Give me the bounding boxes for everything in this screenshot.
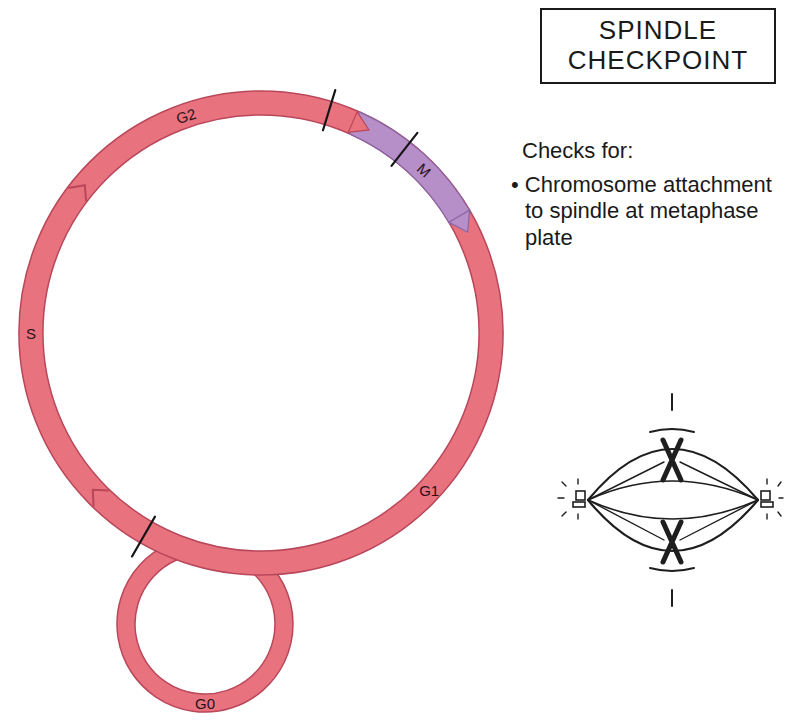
- centrosome-glow: [558, 479, 783, 519]
- metaphase-plate: [650, 568, 694, 571]
- mitosis-arrowhead: [449, 210, 470, 232]
- spindle-illustration: [558, 394, 783, 606]
- chromosome: [663, 522, 681, 562]
- checkpoint-tick: [323, 90, 335, 130]
- centrosome: [576, 491, 585, 500]
- centrosome: [761, 502, 773, 507]
- checkpoint-tick: [392, 133, 418, 166]
- spindle-fiber: [588, 500, 758, 519]
- spindle-fiber: [588, 462, 664, 500]
- phase-label: G0: [195, 696, 215, 711]
- spindle-fiber: [588, 500, 664, 540]
- checkpoint-tick: [132, 517, 155, 557]
- centrosome: [761, 491, 770, 500]
- title-box: SPINDLE CHECKPOINT: [540, 8, 776, 84]
- note-bullet: • Chromosome attachment to spindle at me…: [511, 172, 783, 251]
- spindle-fiber: [680, 500, 758, 540]
- cycle-band: [19, 91, 503, 575]
- phase-chevron: [93, 490, 109, 507]
- spindle-fiber: [588, 481, 758, 500]
- box-title: SPINDLE CHECKPOINT: [556, 16, 760, 76]
- phase-label: G1: [419, 482, 439, 497]
- chromosome: [663, 440, 681, 480]
- centrosome: [573, 502, 585, 507]
- metaphase-plate: [650, 429, 694, 432]
- spindle-fiber: [680, 462, 758, 500]
- plate-mark: [671, 590, 673, 606]
- note-heading: Checks for:: [522, 138, 633, 164]
- g2-arrowhead: [348, 112, 369, 133]
- plate-mark: [671, 394, 673, 410]
- cell-cycle-ring: [19, 90, 503, 575]
- phase-chevron: [69, 185, 87, 201]
- phase-label: S: [26, 326, 36, 341]
